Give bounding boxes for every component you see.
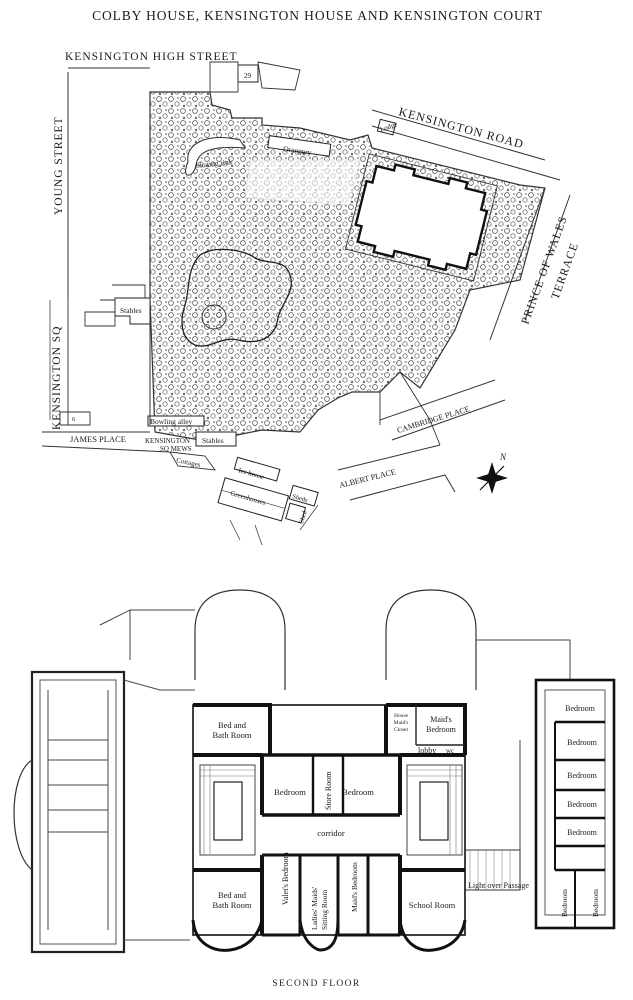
orangery — [267, 135, 332, 157]
apse-left — [194, 589, 286, 690]
stair-left — [199, 764, 256, 856]
street-cambridge-place: CAMBRIDGE PLACE — [396, 404, 471, 435]
room-valets-bedroom: Valet's Bedroom — [281, 851, 290, 905]
stair-right — [406, 764, 463, 856]
apse-right — [385, 589, 477, 690]
room-bed-bath-top-line1: Bed and — [218, 720, 247, 730]
sheds — [288, 484, 319, 507]
room-store-room: Store Room — [324, 771, 333, 810]
label-sheds: Sheds — [291, 493, 308, 504]
label-stables-west: Stables — [120, 306, 142, 315]
compass-north-label: N — [499, 452, 507, 462]
room-bed-bath-bottom-line2: Bath Room — [213, 900, 252, 910]
label-house-number: 29 — [244, 72, 252, 80]
label-sq-mews: SQ MEWS — [160, 445, 192, 453]
room-maids-bedroom-1: Maid's — [430, 715, 451, 724]
room-ladies-maids-line2: Sitting Room — [320, 890, 329, 930]
shed — [285, 502, 307, 524]
label-kensington: KENSINGTON — [145, 437, 190, 445]
room-school-room: School Room — [409, 900, 456, 910]
room-wing-bedroom-2: Bedroom — [567, 738, 598, 747]
room-corridor: corridor — [317, 828, 345, 838]
street-young-street: YOUNG STREET — [53, 116, 65, 215]
room-wing-bedroom-3: Bedroom — [567, 771, 598, 780]
label-small-number: 6 — [72, 416, 76, 423]
room-lobby: lobby — [418, 746, 436, 755]
kensington-house — [354, 163, 489, 272]
street-kensington-road: KENSINGTON ROAD — [397, 104, 525, 151]
left-block — [30, 670, 126, 954]
room-maids-bedroom-2: Maid's Bedroom — [350, 862, 359, 912]
ice-house — [233, 456, 281, 482]
room-bedroom-centre: Bedroom — [274, 787, 306, 797]
room-bedroom-centre-2: Bedroom — [342, 787, 374, 797]
floor-plan: Bed and Bath Room Bedroom Store Room Bed… — [13, 589, 616, 954]
room-house-maids-closet-2: Maid's — [394, 720, 409, 726]
room-bed-bath-top-line2: Bath Room — [213, 730, 252, 740]
label-stables-south: Stables — [202, 436, 224, 445]
compass-icon: N — [476, 452, 508, 494]
label-shed: Shed — [298, 509, 309, 524]
page-title: COLBY HOUSE, KENSINGTON HOUSE AND KENSIN… — [92, 8, 543, 23]
room-bed-bath-bottom-line1: Bed and — [218, 890, 247, 900]
stables-south — [195, 431, 237, 447]
skating-rink — [185, 137, 246, 176]
label-light-over-passage: Light over Passage — [468, 881, 529, 890]
street-kensington-sq: KENSINGTON SQ — [51, 326, 63, 430]
room-wc: wc — [446, 747, 454, 755]
lodge-building — [376, 118, 397, 136]
room-wing-bedroom-low-2: Bedroom — [591, 889, 600, 917]
label-orangery: Orangery — [283, 144, 313, 157]
site-plan: KENSINGTON HIGH STREET YOUNG STREET KENS… — [41, 51, 581, 546]
room-maids-bedroom-2: Bedroom — [426, 725, 457, 734]
floor-caption: SECOND FLOOR — [272, 979, 361, 989]
label-bowling-alley: Bowling alley — [150, 417, 193, 426]
room-ladies-maids-line1: Ladies' Maids' — [310, 886, 319, 930]
cottages — [169, 451, 216, 471]
room-wing-bedroom-4: Bedroom — [567, 800, 598, 809]
room-house-maids-closet-3: Closet — [394, 727, 409, 733]
room-wing-bedroom-top: Bedroom — [565, 704, 596, 713]
room-house-maids-closet-1: House — [394, 713, 409, 719]
street-albert-place: ALBERT PLACE — [338, 467, 396, 490]
room-wing-bedroom-low-1: Bedroom — [560, 889, 569, 917]
island — [201, 304, 227, 330]
label-skating-rink: Skating rink — [195, 157, 233, 170]
bowling-alley — [147, 415, 205, 427]
street-kensington-high-street: KENSINGTON HIGH STREET — [65, 51, 238, 63]
main-block — [192, 704, 466, 936]
room-wing-bedroom-5: Bedroom — [567, 828, 598, 837]
street-james-place: JAMES PLACE — [70, 434, 126, 444]
